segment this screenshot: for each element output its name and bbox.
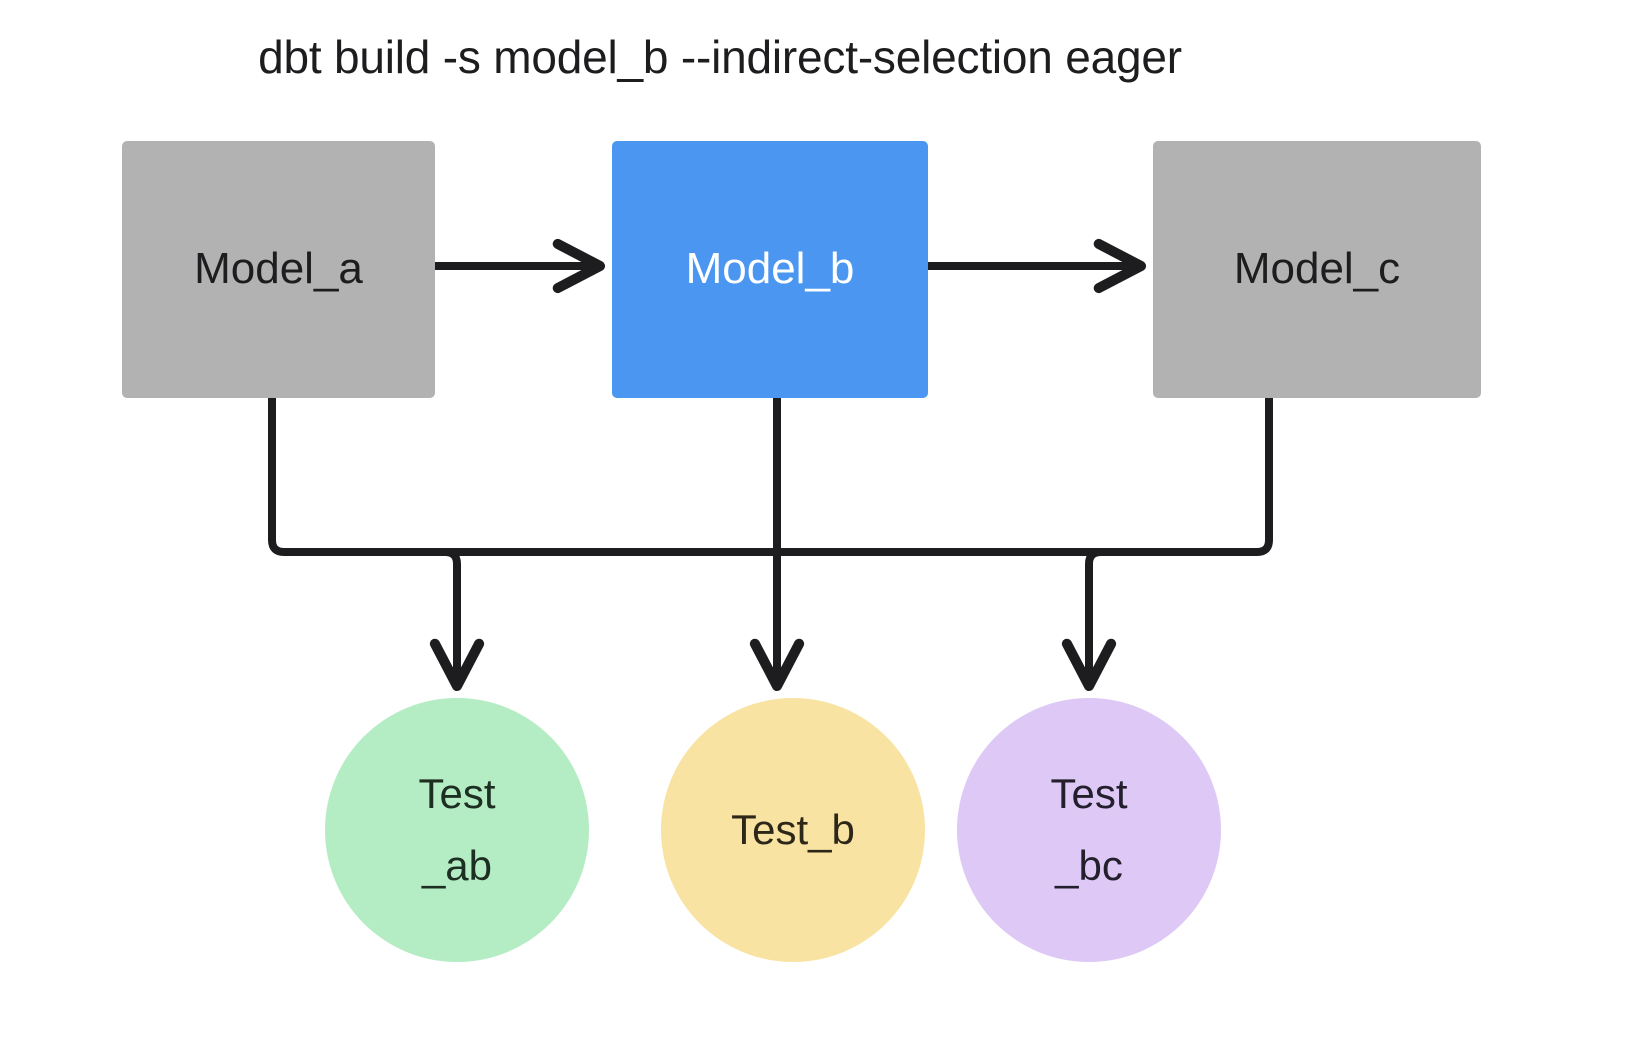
node-test-ab-label-line1: Test [418, 769, 496, 817]
node-test-b-label: Test_b [731, 805, 855, 853]
node-test-bc[interactable]: Test _bc [957, 698, 1221, 962]
node-test-bc-label-line1: Test [1050, 769, 1128, 817]
node-test-ab[interactable]: Test _ab [325, 698, 589, 962]
node-test-bc-label-line2: _bc [1055, 842, 1123, 889]
node-model-a[interactable]: Model_a [122, 141, 435, 398]
node-model-c-label: Model_c [1233, 244, 1401, 294]
node-model-b-label: Model_b [685, 244, 855, 294]
node-test-ab-label-line2: _ab [421, 842, 493, 889]
node-model-c[interactable]: Model_c [1153, 141, 1481, 398]
node-model-a-label: Model_a [194, 244, 363, 294]
edge-model-a-to-test-ab [268, 398, 1257, 556]
edge-branch-to-test-ab [429, 548, 485, 692]
diagram-title: dbt build -s model_b --indirect-selectio… [258, 31, 1182, 83]
edge-model-c-to-test-bc [1256, 398, 1273, 556]
node-model-b[interactable]: Model_b [612, 141, 928, 398]
edge-branch-to-test-bc [1061, 548, 1117, 692]
node-test-b[interactable]: Test_b [661, 698, 925, 962]
